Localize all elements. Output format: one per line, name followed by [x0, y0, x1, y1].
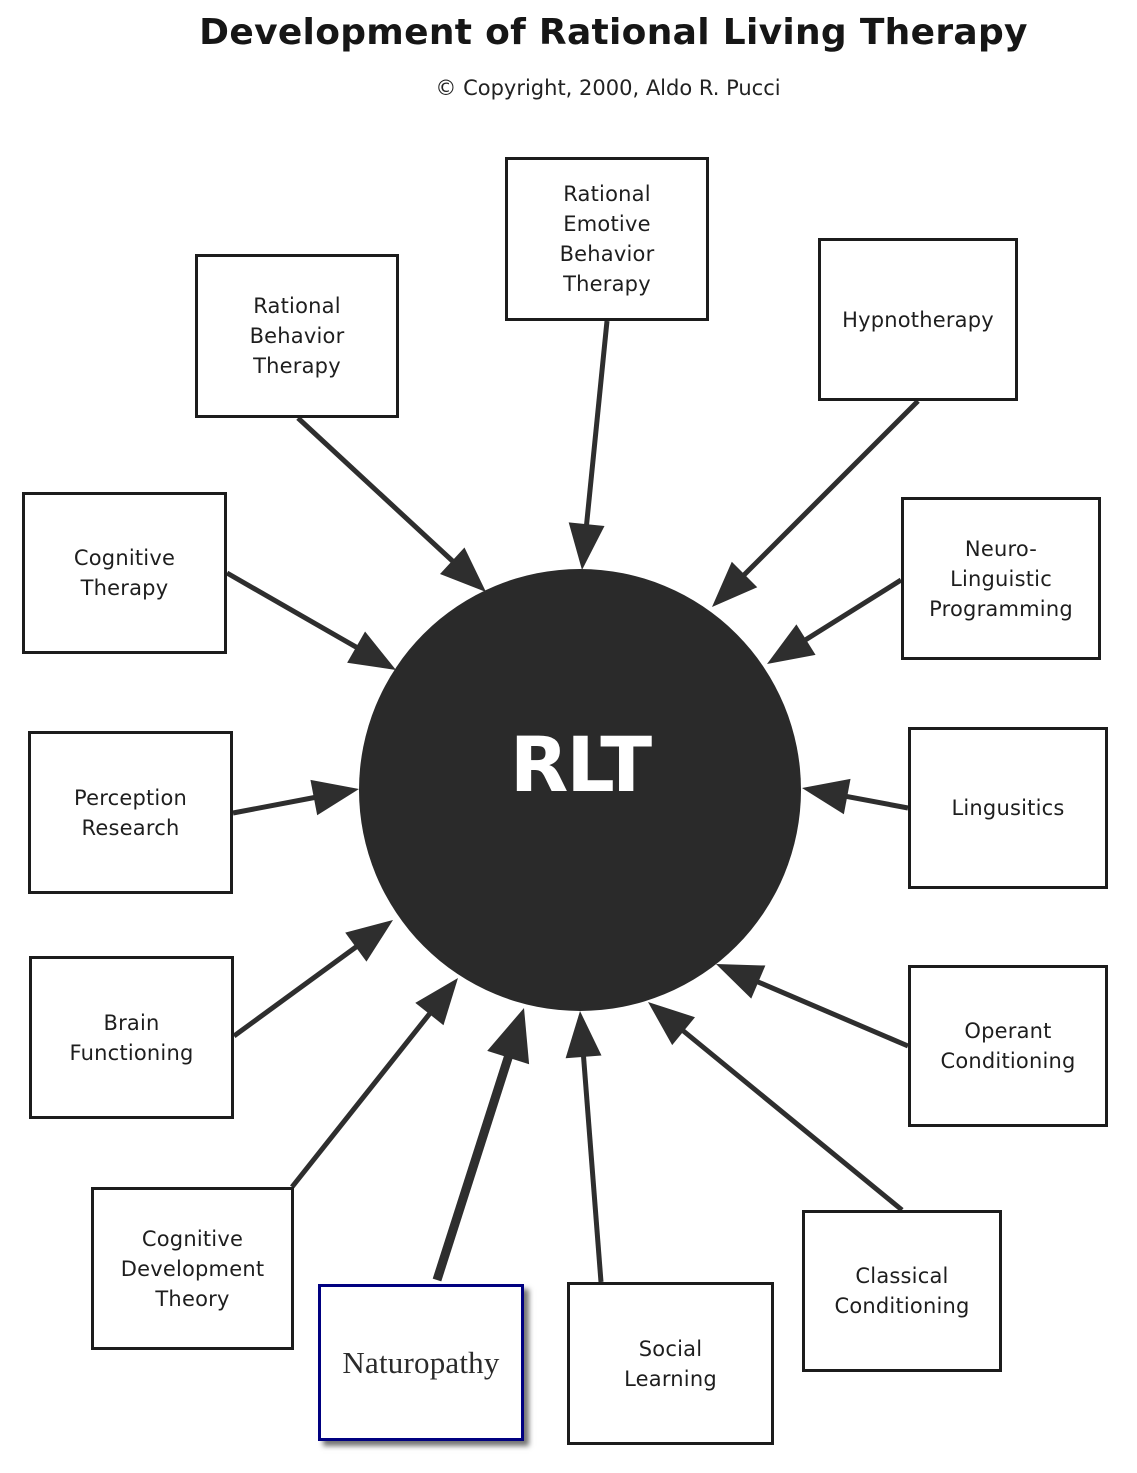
rlt-hub-label: RLT — [509, 720, 652, 809]
rlt-hub-circle — [359, 569, 801, 1011]
box-classical-conditioning: Classical Conditioning — [802, 1210, 1002, 1372]
box-perception-research: Perception Research — [28, 731, 233, 894]
arrow-shaft-nlp — [802, 577, 903, 643]
box-operant-conditioning: Operant Conditioning — [908, 965, 1108, 1127]
arrow-shaft-naturopathy — [432, 1054, 514, 1282]
arrow-shaft-classical — [680, 1027, 904, 1212]
copyright-notice: © Copyright, 2000, Aldo R. Pucci — [435, 76, 781, 100]
arrow-shaft-linguistics — [844, 793, 909, 811]
arrowhead-perception — [310, 779, 359, 816]
arrow-shaft-perception — [232, 794, 317, 816]
arrowhead-cogdev — [415, 978, 458, 1026]
arrowhead-rbt — [440, 547, 486, 592]
arrowhead-cogtherapy — [347, 631, 396, 670]
box-nlp: Neuro- Linguistic Programming — [901, 497, 1101, 660]
arrowhead-naturopathy — [487, 1008, 530, 1065]
box-hypnotherapy: Hypnotherapy — [818, 238, 1018, 401]
diagram-title: Development of Rational Living Therapy — [199, 12, 1028, 53]
box-rational-behavior-therapy: Rational Behavior Therapy — [195, 254, 399, 418]
box-cognitive-development-theory: Cognitive Development Theory — [91, 1187, 294, 1350]
arrowhead-operant — [716, 964, 766, 999]
box-social-learning: Social Learning — [567, 1282, 774, 1445]
box-cognitive-therapy: Cognitive Therapy — [22, 492, 227, 654]
arrows-group — [225, 320, 920, 1283]
arrow-shaft-brain — [232, 943, 359, 1039]
arrowhead-rebt — [568, 522, 605, 570]
arrow-shaft-social — [580, 1054, 604, 1283]
arrow-shaft-rebt — [583, 320, 610, 527]
box-brain-functioning: Brain Functioning — [29, 956, 234, 1119]
arrow-shaft-cogtherapy — [225, 570, 360, 651]
arrowhead-hypnotherapy — [712, 561, 758, 607]
arrow-shaft-hypnotherapy — [741, 399, 920, 578]
box-linguistics: Lingusitics — [908, 727, 1108, 889]
arrow-shaft-operant — [755, 978, 909, 1049]
arrowhead-classical — [648, 1002, 695, 1046]
arrowhead-brain — [345, 920, 393, 962]
box-rebt: Rational Emotive Behavior Therapy — [505, 157, 709, 321]
arrow-shaft-rbt — [296, 416, 456, 564]
arrowhead-nlp — [767, 624, 816, 664]
arrow-shaft-cogdev — [290, 1010, 433, 1189]
arrowhead-linguistics — [802, 778, 851, 815]
arrowhead-social — [565, 1011, 602, 1059]
box-naturopathy: Naturopathy — [318, 1284, 524, 1441]
